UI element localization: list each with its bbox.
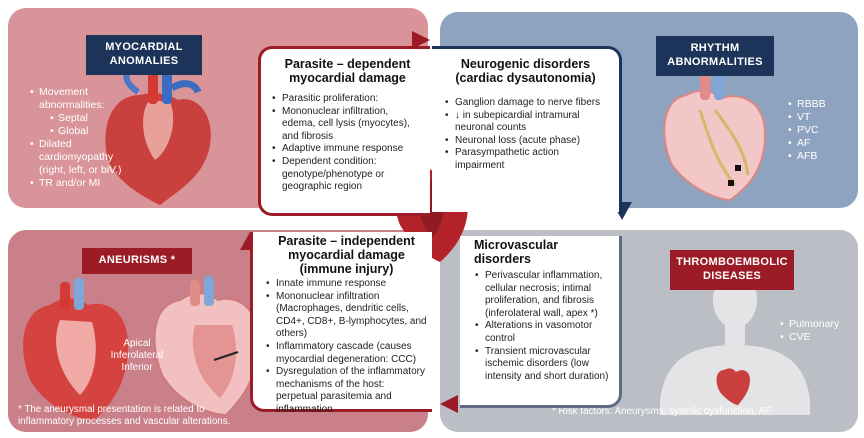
list-item: Perivascular inflammation, cellular necr…: [474, 270, 609, 320]
list-item: Movement abnormalities:: [30, 86, 130, 112]
risk-factors-note: * Risk factors: Aneurysms, systolic dysf…: [552, 406, 771, 417]
aneurisms-title: ANEURISMS *: [82, 248, 192, 274]
heart-illustration-bottom-left-b: [153, 276, 260, 417]
list-item: Parasitic proliferation:: [271, 93, 424, 106]
microvascular-title: Microvascular disorders: [474, 238, 559, 266]
list-item: Adaptive immune response: [271, 143, 424, 156]
list-item: Innate immune response: [265, 278, 428, 291]
thromboembolic-title: THROMBOEMBOLIC DISEASES: [670, 250, 794, 290]
parasite-dependent-card: Parasite – dependent myocardial damage P…: [258, 46, 430, 216]
myocardial-list: Movement abnormalities:SeptalGlobalDilat…: [30, 86, 130, 190]
list-item: TR and/or MI: [30, 177, 130, 190]
list-item: Dilated cardiomyopathy (right, left, or …: [30, 138, 130, 177]
heart-illustration-top-right: [663, 68, 767, 202]
arrow-right-top: [412, 31, 430, 49]
parasite-dependent-title: Parasite – dependent myocardial damage: [284, 57, 411, 85]
list-item: Septal: [30, 112, 130, 125]
heart-illustration-top-left: [105, 68, 211, 205]
arrow-left-bottom: [440, 395, 458, 413]
parasite-independent-title: Parasite – independent myocardial damage…: [278, 234, 415, 276]
list-item: Ganglion damage to nerve fibers: [444, 97, 607, 110]
list-item: ↓ in subepicardial intramural neuronal c…: [444, 110, 607, 135]
aneurism-note: * The aneurysmal presentation is related…: [18, 404, 231, 427]
list-item: Pulmonary: [780, 318, 850, 331]
list-item: Mononuclear infiltration, edema, cell ly…: [271, 106, 424, 144]
list-item: Global: [30, 125, 130, 138]
parasite-independent-card: Parasite – independent myocardial damage…: [250, 232, 432, 415]
aneurism-location-label: Apical Inferolateral Inferior: [110, 338, 164, 373]
list-item: PVC: [788, 124, 848, 137]
list-item: CVE: [780, 331, 850, 344]
list-item: Parasympathetic action impairment: [444, 147, 607, 172]
list-item: Mononuclear infiltration (Macrophages, d…: [265, 291, 428, 341]
neurogenic-title: Neurogenic disorders (cardiac dysautonom…: [455, 57, 596, 85]
list-item: Alterations in vasomotor control: [474, 320, 609, 345]
list-item: Dependent condition: genotype/phenotype …: [271, 156, 424, 194]
list-item: Transient microvascular ischemic disorde…: [474, 346, 609, 384]
list-item: AFB: [788, 150, 848, 163]
list-item: Neuronal loss (acute phase): [444, 135, 607, 148]
list-item: VT: [788, 111, 848, 124]
list-item: Inflammatory cascade (causes myocardial …: [265, 341, 428, 366]
rhythm-list: RBBBVTPVCAFAFB: [788, 98, 848, 163]
heart-illustration-bottom-left-a: [23, 278, 129, 420]
list-item: RBBB: [788, 98, 848, 111]
neurogenic-card: Neurogenic disorders (cardiac dysautonom…: [432, 46, 622, 212]
myocardial-anomalies-title: MYOCARDIAL ANOMALIES: [86, 35, 202, 75]
list-item: Dysregulation of the inflammatory mechan…: [265, 366, 428, 416]
thrombo-list: PulmonaryCVE: [780, 318, 850, 344]
microvascular-card: Microvascular disorders Perivascular inf…: [460, 236, 622, 408]
list-item: AF: [788, 137, 848, 150]
rhythm-abnormalities-title: RHYTHM ABNORMALITIES: [656, 36, 774, 76]
